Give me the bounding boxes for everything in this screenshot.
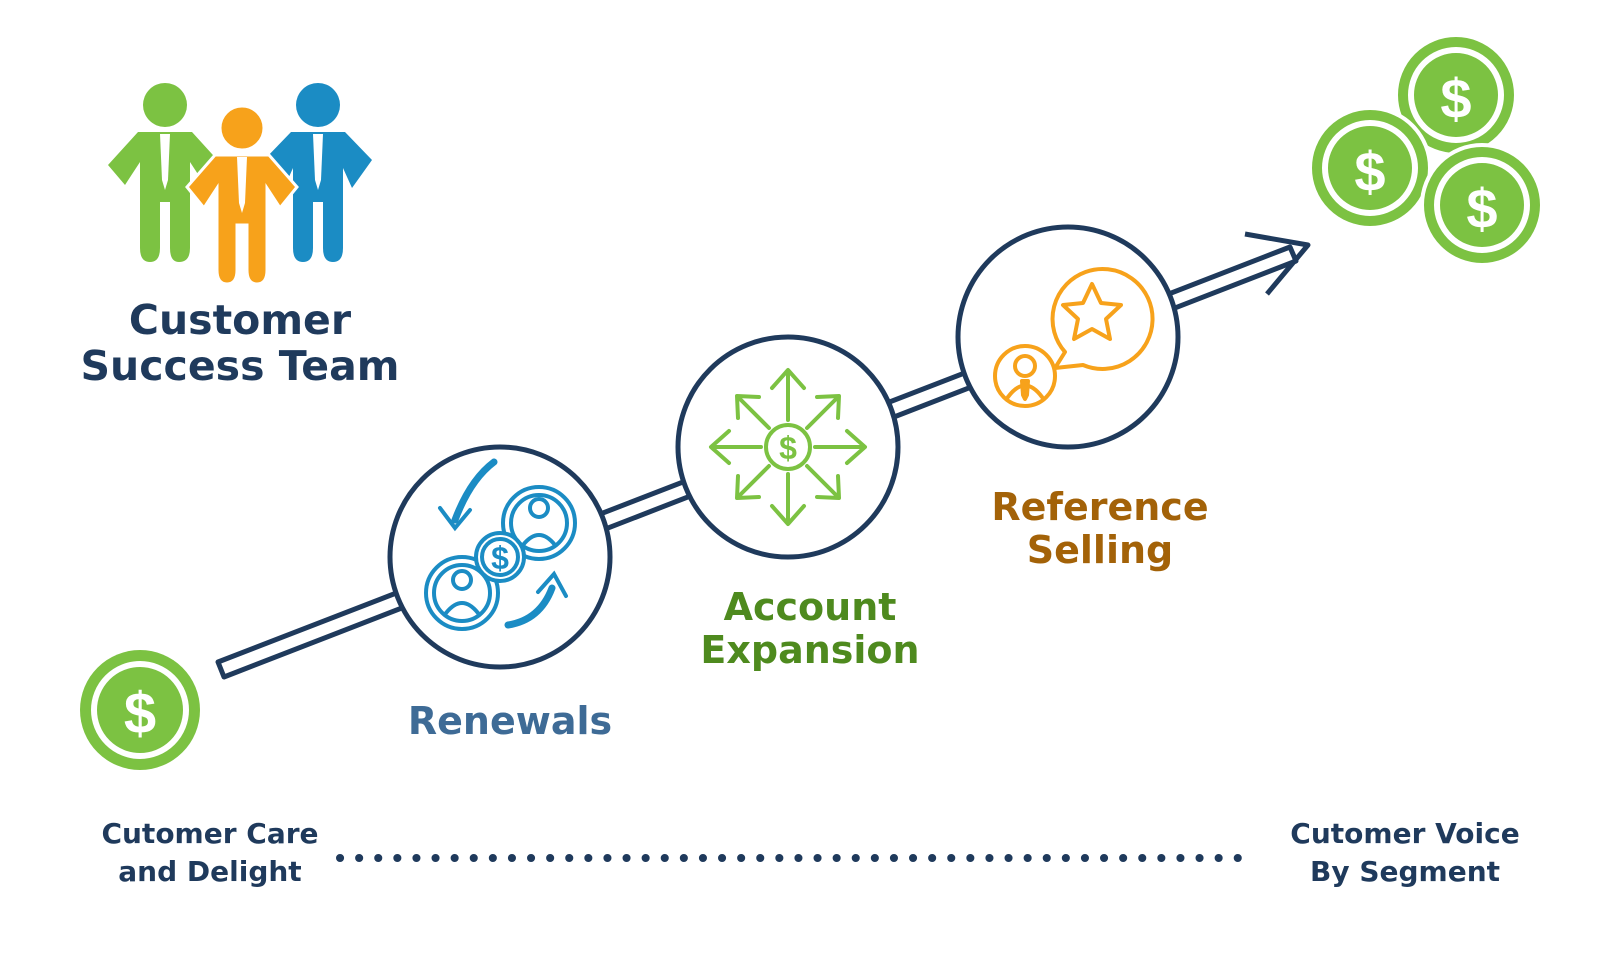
team-member-orange xyxy=(185,104,299,286)
account-expansion-line2: Expansion xyxy=(700,627,920,672)
account-expansion-label: Account Expansion xyxy=(640,586,980,671)
team-member-green xyxy=(108,83,222,262)
reference-selling-line2: Selling xyxy=(1026,527,1174,572)
dollar-sign: $ xyxy=(491,540,509,576)
stage-reference-selling xyxy=(955,224,1181,450)
team-title-line2: Success Team xyxy=(80,341,400,390)
dollar-sign: $ xyxy=(1440,67,1471,130)
team-figures-icon xyxy=(108,83,372,286)
dollar-sign: $ xyxy=(1466,177,1497,240)
team-title: Customer Success Team xyxy=(60,296,420,390)
dollar-sign: $ xyxy=(124,681,156,746)
dollar-coins-stack-icon: $ $ $ xyxy=(1308,33,1544,267)
dollar-sign: $ xyxy=(1354,140,1385,203)
customer-voice-label: Cutomer Voice By Segment xyxy=(1275,815,1535,891)
dollar-coin-icon: $ xyxy=(80,650,200,770)
dollar-sign: $ xyxy=(779,430,797,466)
stage-account-expansion: $ xyxy=(675,334,901,560)
team-title-line1: Customer xyxy=(128,296,352,344)
renewals-icon xyxy=(424,458,577,631)
account-expansion-line1: Account xyxy=(723,585,897,629)
reference-selling-line1: Reference xyxy=(991,485,1209,529)
growth-arrow xyxy=(215,231,1311,680)
customer-voice-line2: By Segment xyxy=(1309,854,1501,888)
customer-voice-line1: Cutomer Voice xyxy=(1290,817,1520,850)
reference-selling-label: Reference Selling xyxy=(940,486,1260,571)
team-member-blue xyxy=(264,83,372,262)
coin-right: $ xyxy=(1420,143,1544,267)
customer-care-label: Cutomer Care and Delight xyxy=(85,815,335,891)
customer-care-line1: Cutomer Care xyxy=(101,817,319,850)
account-expansion-icon xyxy=(709,368,867,526)
reference-selling-icon xyxy=(993,267,1155,408)
renewals-label: Renewals xyxy=(407,699,613,743)
customer-care-line2: and Delight xyxy=(118,854,302,888)
stage-renewals: $ xyxy=(387,444,613,670)
coin-left: $ xyxy=(1308,106,1432,230)
